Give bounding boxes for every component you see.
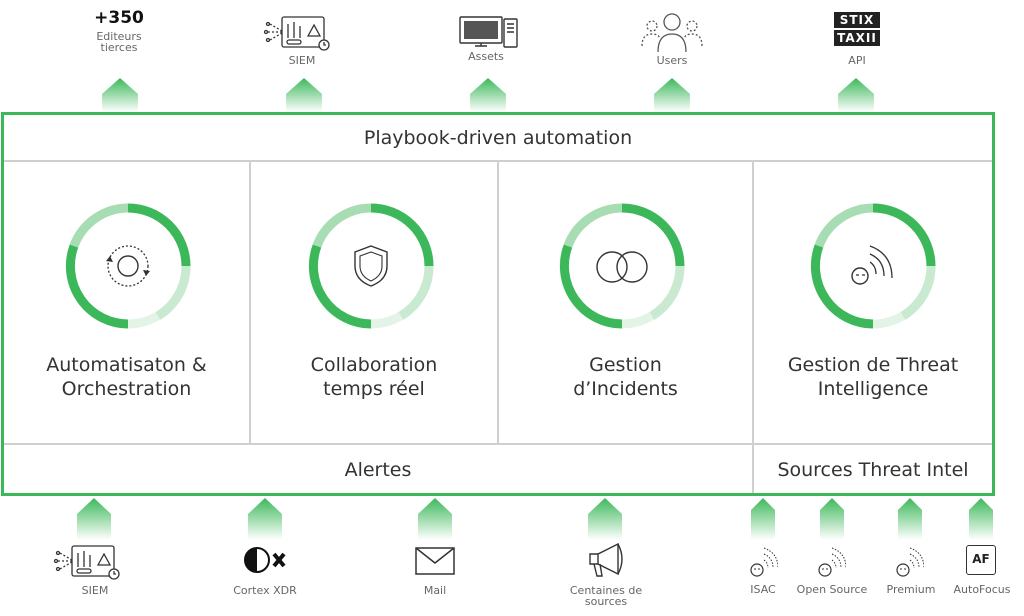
cortex-xdr-label: Cortex XDR [233,584,297,597]
isac-icon [748,544,778,578]
up-arrow [654,78,690,112]
premium-label: Premium [886,583,936,596]
up-arrow [470,78,506,112]
up-arrow [77,498,111,540]
megaphone-icon [586,540,630,580]
isac-label: ISAC [750,583,776,596]
up-arrow [969,498,993,540]
users-label: Users [656,54,688,67]
divider [4,443,992,445]
divider [249,162,251,443]
siem-top-label: SIEM [288,54,316,67]
api-label: API [848,54,866,67]
premium-icon [894,544,924,578]
pillar-title-line1: Automatisaton & [46,354,207,376]
open-source-label: Open Source [796,583,868,596]
up-arrow [102,78,138,112]
header-title: Playbook-driven automation [363,127,633,149]
threat-intel-icon [846,238,900,292]
autofocus-logo-text: AF [972,552,990,566]
alerts-label: Alertes [344,459,412,481]
up-arrow [751,498,775,540]
mail-icon [414,546,456,576]
pillar-ring [808,201,938,331]
up-arrow [838,78,874,112]
autofocus-icon: AF [966,545,996,575]
orchestration-icon [103,241,153,291]
autofocus-label: AutoFocus [953,583,1011,596]
up-arrow [286,78,322,112]
threat-intel-sources-label: Sources Threat Intel [777,459,969,481]
pillar-title-line1: Gestion [589,354,662,376]
pillar-title-line1: Collaboration [310,354,438,376]
up-arrow [418,498,452,540]
divider [4,160,992,162]
centaines-label-1: Centaines de [569,584,643,597]
up-arrow [820,498,844,540]
assets-label: Assets [468,50,504,63]
overlap-circles-icon [592,250,652,284]
up-arrow [248,498,282,540]
editors-count: +350 [94,8,144,28]
open-source-icon [816,544,846,578]
platform-frame [1,112,995,496]
up-arrow [588,498,622,540]
siem-bottom-label: SIEM [81,584,109,597]
editors-label-1: Editeurs [96,30,142,43]
siem-icon [262,14,332,54]
users-icon [640,10,704,54]
pillar-title-line1: Gestion de Threat [787,354,959,376]
pillar-ring [306,201,436,331]
pillar-title-line2: d’Incidents [573,378,678,400]
divider [752,162,754,493]
assets-icon [457,15,521,49]
mail-label: Mail [423,584,447,597]
pillar-title-line2: Orchestration [61,378,192,400]
centaines-label-2: sources [584,595,628,608]
shield-icon [351,244,391,288]
pillar-ring [63,201,193,331]
pillar-ring [557,201,687,331]
cortex-xdr-icon [243,545,291,575]
pillar-title-line2: Intelligence [817,378,929,400]
up-arrow [898,498,922,540]
editors-label-2: tierces [100,41,138,54]
divider [497,162,499,443]
pillar-title-line2: temps réel [323,378,425,400]
siem-icon [52,543,122,583]
stix-taxii-logo: STIX TAXII [834,12,880,46]
